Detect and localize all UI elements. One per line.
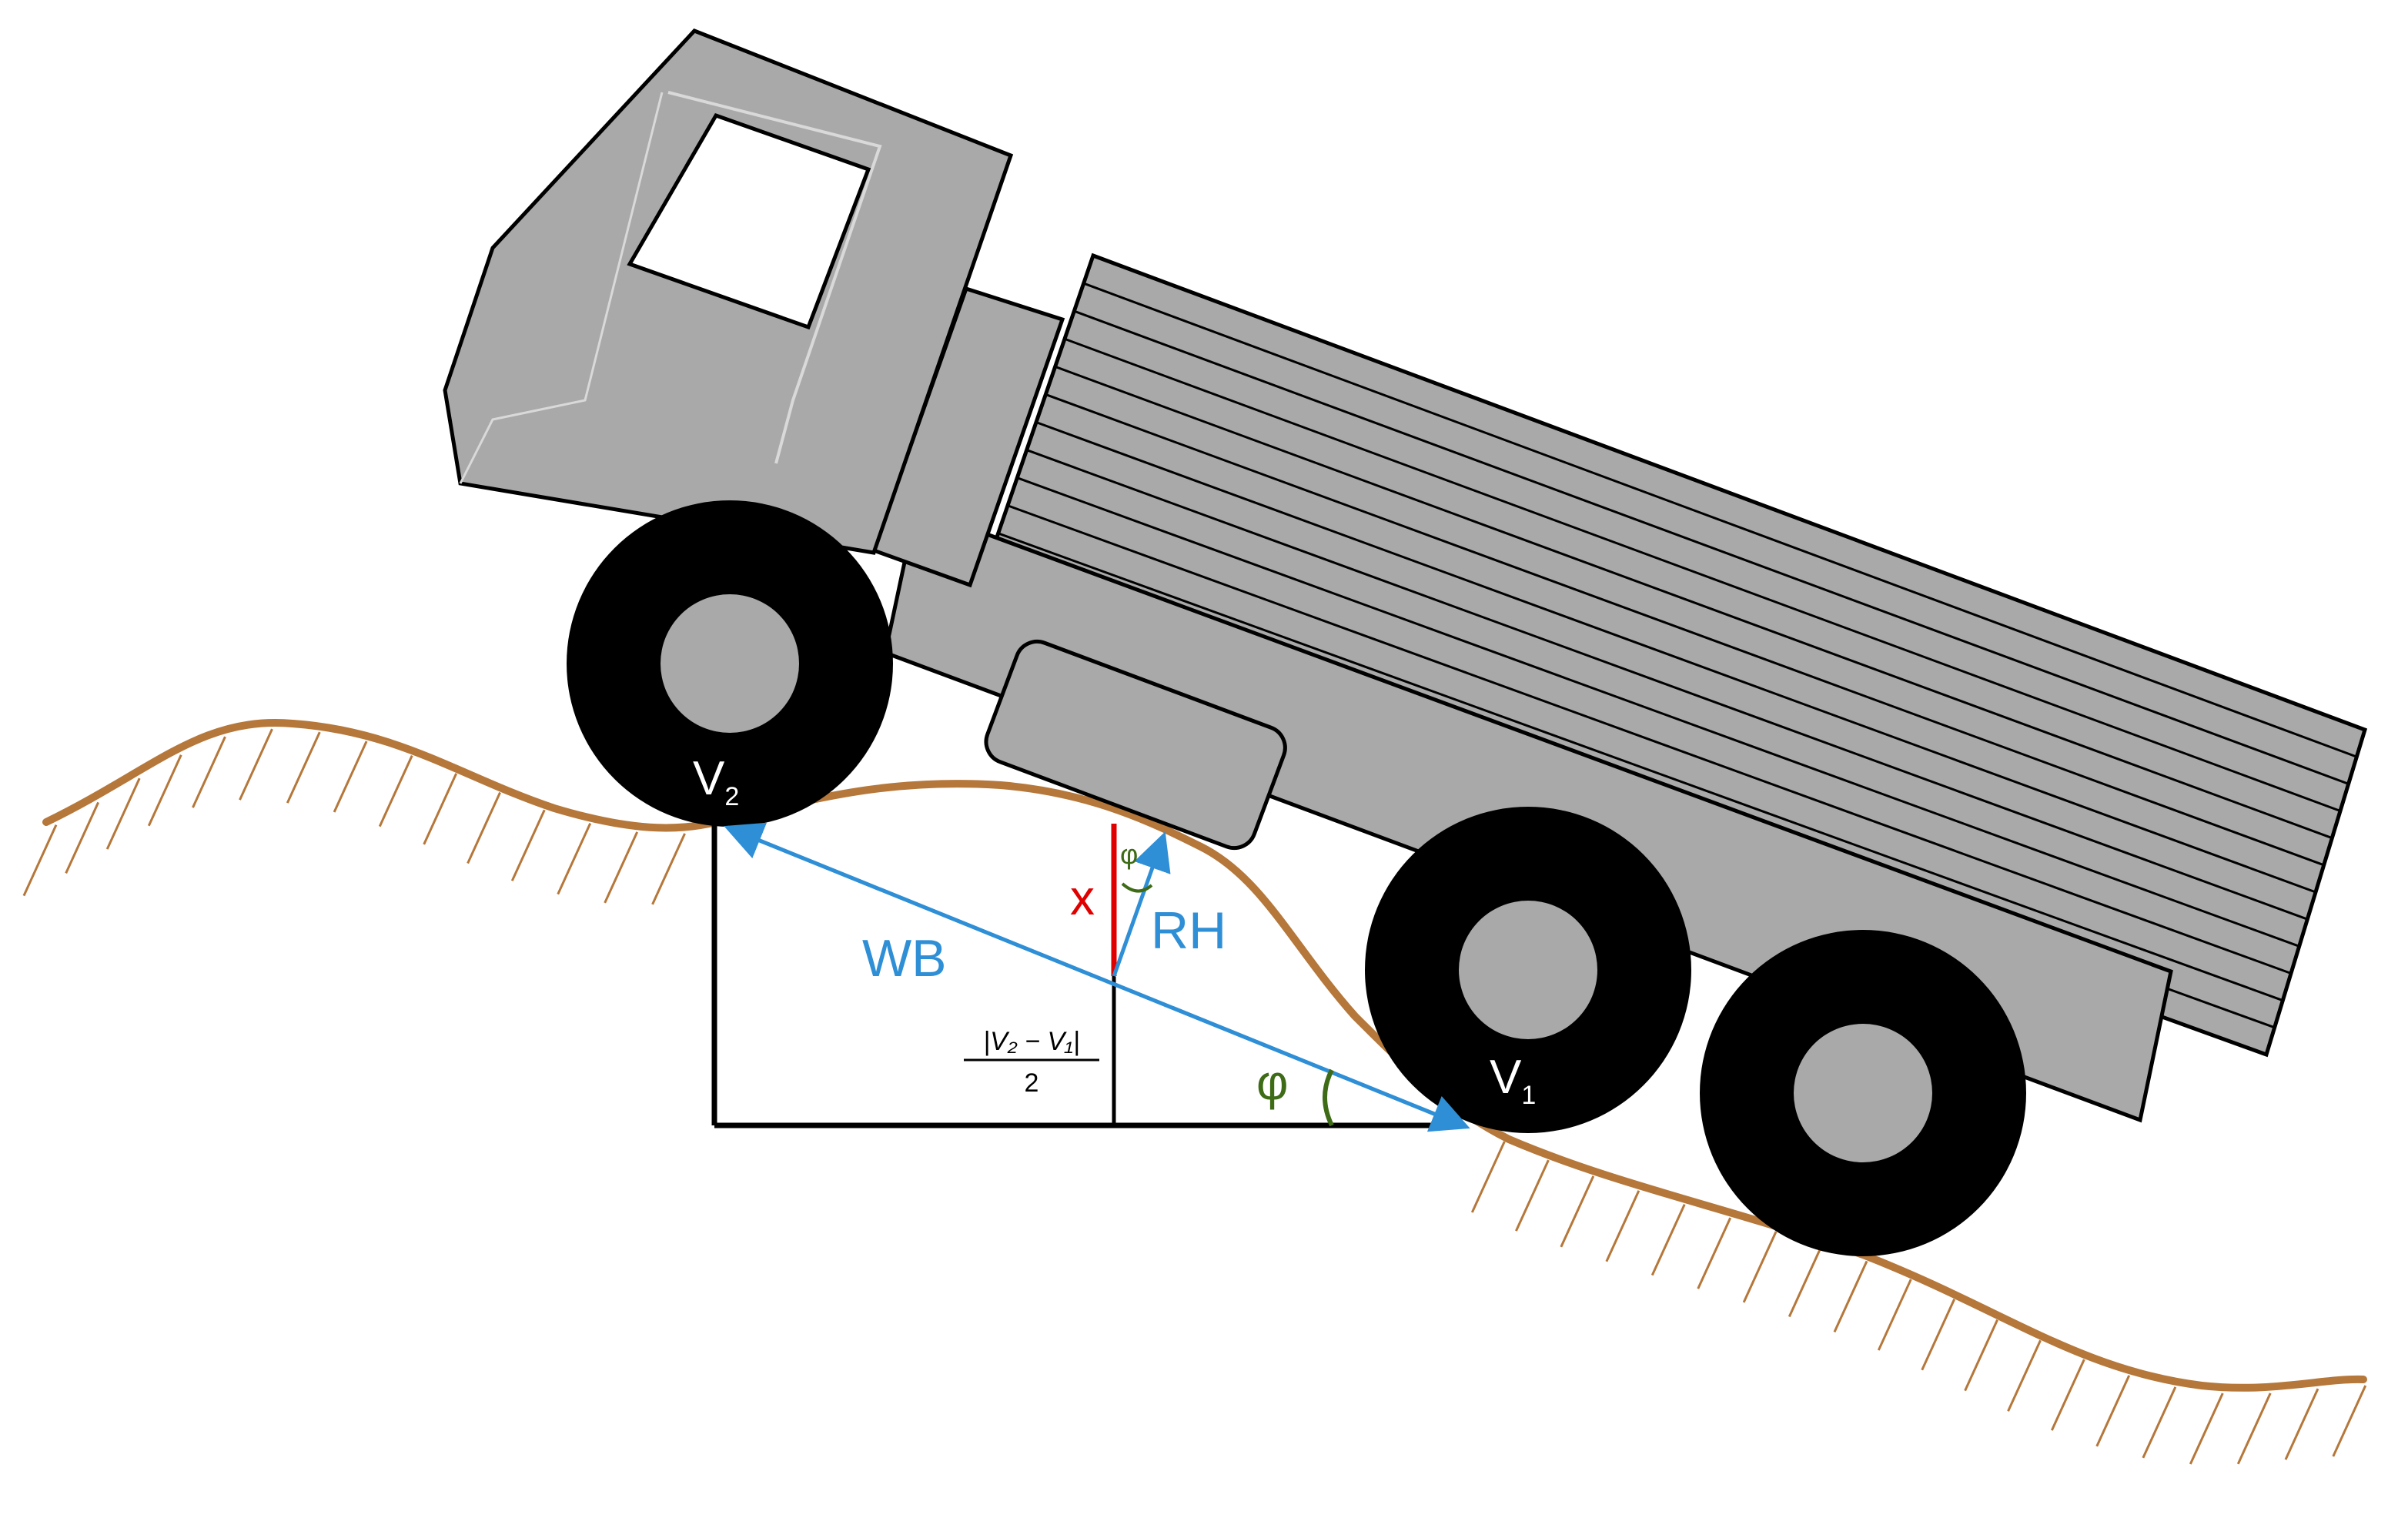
bed-slat-line	[1064, 337, 2341, 812]
front-wheel	[567, 500, 893, 827]
bed-slat-line	[1007, 504, 2292, 975]
hatch-stroke	[423, 773, 458, 845]
hatch-stroke	[286, 731, 321, 804]
label-phi-small: φ	[1120, 838, 1138, 870]
hatch-stroke	[2332, 1385, 2367, 1457]
hatch-stroke	[1605, 1190, 1640, 1262]
hatch-stroke	[333, 741, 368, 813]
hatch-stroke	[22, 824, 58, 897]
label-v2: V2	[693, 752, 739, 811]
hatch-stroke	[2236, 1393, 2272, 1465]
hatch-stroke	[1921, 1299, 1956, 1371]
hatch-stroke	[105, 777, 141, 850]
hatch-stroke	[1650, 1203, 1686, 1276]
bed-slat-line	[1083, 282, 2357, 758]
fraction-numerator: |V₂ − V₁|	[983, 1027, 1079, 1056]
hatch-stroke	[2189, 1393, 2224, 1465]
hatch-stroke	[1515, 1159, 1550, 1232]
geometry-construction	[711, 822, 1470, 1132]
hatch-stroke	[1470, 1141, 1506, 1213]
hatch-stroke	[1964, 1319, 1998, 1392]
cargo-bed-slats	[988, 282, 2357, 1029]
hatch-stroke	[557, 822, 592, 895]
hatch-stroke	[1833, 1260, 1868, 1333]
label-phi-large: φ	[1256, 1055, 1289, 1110]
bed-slat-line	[1055, 365, 2333, 840]
hatch-stroke	[192, 736, 226, 808]
hatch-stroke	[378, 754, 413, 828]
bed-slat-line	[1026, 449, 2308, 921]
fuel-tank	[984, 640, 1287, 851]
terrain-hatching	[22, 728, 2367, 1465]
hatch-stroke	[1742, 1231, 1778, 1303]
hatch-stroke	[510, 809, 546, 881]
hatch-stroke	[2007, 1339, 2042, 1412]
angle-arc-large	[1323, 1068, 1334, 1127]
label-v1: V1	[1490, 1051, 1536, 1110]
hatch-stroke	[1697, 1217, 1732, 1289]
rh-vector	[1112, 831, 1171, 977]
bed-slat-line	[998, 532, 2283, 1002]
bed-slat-line	[1073, 309, 2349, 785]
label-rh: RH	[1151, 901, 1226, 960]
fraction-label: |V₂ − V₁| 2	[964, 1027, 1099, 1098]
wb-vector-back-head	[727, 825, 1470, 1132]
truck	[443, 28, 2368, 1256]
hatch-stroke	[2095, 1375, 2131, 1447]
bed-slat-line	[1035, 421, 2316, 894]
cab-panel-line	[667, 91, 882, 464]
label-x: x	[1070, 870, 1095, 925]
hatch-stroke	[65, 801, 100, 874]
hatch-stroke	[1560, 1175, 1595, 1248]
hatch-stroke	[2142, 1386, 2177, 1459]
bed-slat-line	[1016, 476, 2300, 948]
rear-wheel-1	[1365, 807, 1691, 1133]
hatch-stroke	[467, 791, 501, 864]
hatch-stroke	[604, 831, 639, 904]
hatch-stroke	[2284, 1388, 2319, 1460]
bed-slat-line	[1045, 393, 2325, 867]
hatch-stroke	[2050, 1359, 2085, 1431]
angle-arc-small	[1121, 882, 1153, 893]
cab-window	[627, 112, 871, 330]
label-wb: WB	[862, 929, 947, 988]
hatch-stroke	[1788, 1245, 1823, 1318]
hatch-stroke	[1877, 1279, 1912, 1351]
fraction-denominator: 2	[1025, 1068, 1039, 1098]
hatch-stroke	[147, 754, 182, 827]
cab-panel-line-2	[459, 92, 664, 484]
rear-wheel-2	[1700, 930, 2026, 1256]
terrain-line	[42, 719, 2367, 1392]
hatch-stroke	[239, 728, 273, 801]
hatch-stroke	[651, 833, 686, 905]
